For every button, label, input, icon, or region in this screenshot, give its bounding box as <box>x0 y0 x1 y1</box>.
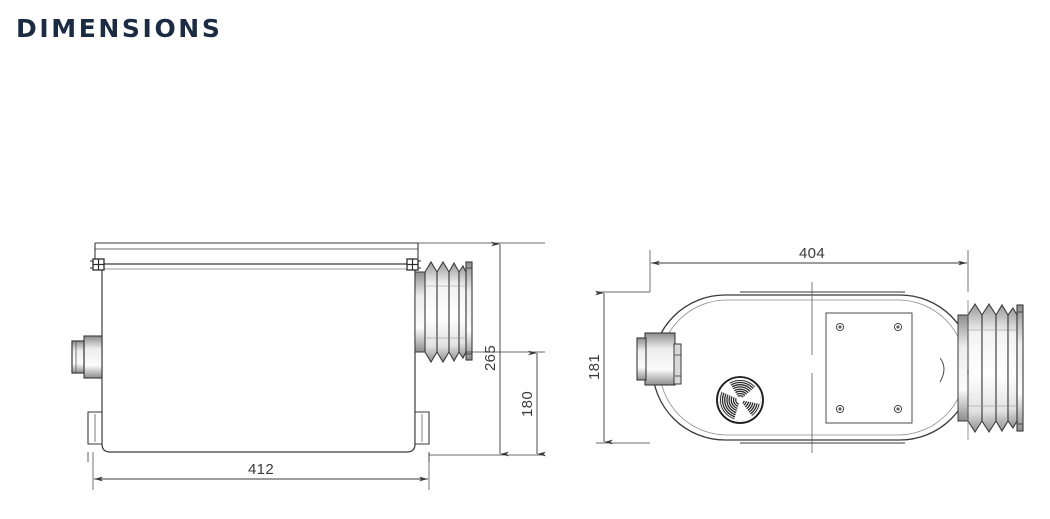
panel-screw <box>893 404 903 414</box>
panel-screw <box>835 322 845 332</box>
top-view-access-panel <box>825 312 945 424</box>
dimension-181: 181 <box>586 290 613 445</box>
side-view-inlet-port <box>71 335 103 379</box>
dimension-180: 180 <box>519 350 546 457</box>
panel-screw <box>835 404 845 414</box>
side-view-bracket-top-right <box>406 258 421 271</box>
dimension-265: 265 <box>482 241 509 457</box>
dimension-181-label: 181 <box>586 354 603 380</box>
side-view-foot-right <box>414 411 430 462</box>
panel-screw <box>893 322 903 332</box>
page-title: DIMENSIONS <box>16 14 223 43</box>
side-view-bracket-top-left <box>90 258 105 271</box>
dimension-265-label: 265 <box>482 345 499 371</box>
top-view-body <box>651 291 974 444</box>
top-view-bellows-duct <box>957 302 1024 434</box>
side-view-lid <box>94 242 419 264</box>
fan-grille-icon <box>716 376 764 424</box>
side-view-bellows-duct <box>414 260 473 364</box>
side-view-body <box>101 263 416 453</box>
dimension-404: 404 <box>651 245 967 266</box>
side-view: 412 265 180 <box>71 241 546 490</box>
dimension-180-label: 180 <box>519 391 536 417</box>
dimension-412: 412 <box>92 452 430 490</box>
dimension-412-label: 412 <box>248 461 274 478</box>
side-view-foot-left <box>87 411 103 462</box>
dimension-404-label: 404 <box>799 245 825 262</box>
top-view-inlet-port <box>636 332 682 386</box>
top-view: 404 181 <box>586 245 1024 453</box>
